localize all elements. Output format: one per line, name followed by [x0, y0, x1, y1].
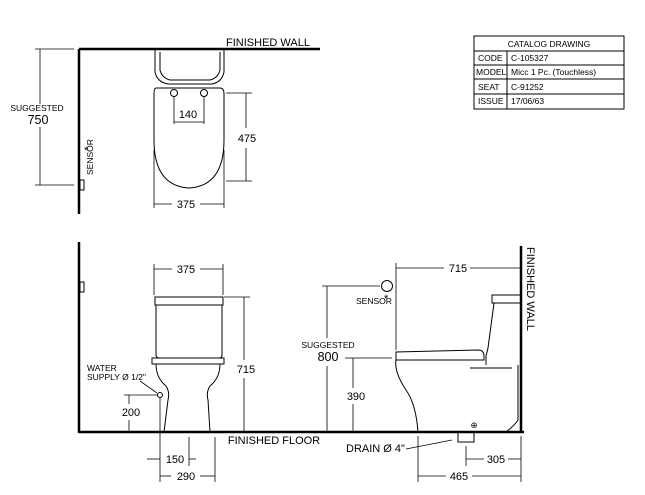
table-value-issue: 17/06/63	[511, 96, 544, 106]
sensor-top-asterisk: *	[84, 145, 89, 157]
table-title: CATALOG DRAWING	[508, 39, 591, 49]
dim-front-290: 290	[177, 471, 195, 483]
inlet-left	[170, 89, 178, 97]
table-value-code: C-105327	[511, 53, 549, 63]
dim-front-height: 715	[237, 364, 255, 376]
finished-wall-side-label: FINISHED WALL	[524, 247, 536, 331]
drain-pipe	[457, 432, 475, 443]
suggested-top-label: SUGGESTED	[10, 103, 63, 113]
sensor-side-label: SENSOR	[356, 296, 392, 306]
dim-side-465: 465	[450, 471, 468, 483]
dim-front-supply-height: 200	[122, 407, 140, 419]
suggested-side-value: 800	[318, 350, 339, 364]
dim-side-seat-height: 390	[347, 391, 365, 403]
table-key-model: MODEL	[476, 67, 507, 77]
suggested-top-value: 750	[28, 113, 49, 127]
water-supply-label-2: SUPPLY Ø 1/2"	[87, 372, 146, 382]
side-view: FINISHED WALL ⊕ DRAIN Ø 4" 715 SENSOR * …	[301, 246, 536, 483]
finished-floor-label: FINISHED FLOOR	[228, 435, 320, 447]
dim-side-depth: 715	[449, 263, 467, 275]
top-tank	[154, 50, 225, 85]
sensor-top-label: SENSOR	[85, 139, 95, 175]
catalog-table: CATALOG DRAWING CODE C-105327 MODEL Micc…	[473, 35, 625, 110]
front-bowl	[206, 363, 221, 433]
dim-front-150: 150	[166, 454, 184, 466]
drain-symbol: ⊕	[470, 420, 477, 430]
sensor-side-circle	[381, 280, 393, 292]
table-key-issue: ISSUE	[478, 96, 504, 106]
sensor-side-asterisk: *	[384, 293, 389, 305]
drain-label: DRAIN Ø 4"	[346, 443, 405, 455]
side-tank-lid	[491, 294, 522, 304]
finished-wall-top-label: FINISHED WALL	[226, 37, 310, 49]
top-view: FINISHED WALL 140 475 375 SUGGESTED 750	[10, 37, 320, 214]
front-tank	[155, 305, 223, 359]
sensor-top-box	[79, 179, 85, 191]
dim-front-width: 375	[177, 264, 195, 276]
table-key-seat: SEAT	[478, 82, 500, 92]
side-tank	[485, 302, 495, 365]
water-supply-label-1: WATER	[87, 363, 117, 373]
dim-side-305: 305	[487, 454, 505, 466]
water-supply-point	[157, 392, 163, 398]
front-view: 375 715 WATER SUPPLY Ø 1/2" 200 150 290 …	[77, 242, 524, 483]
dim-top-width: 375	[177, 199, 195, 211]
table-key-code: CODE	[478, 53, 503, 63]
dim-top-inlet: 140	[179, 109, 197, 121]
dim-top-depth: 475	[238, 133, 256, 145]
front-tank-lid	[154, 296, 224, 306]
suggested-side-label: SUGGESTED	[301, 340, 354, 350]
side-bowl-front	[395, 359, 419, 433]
side-seat	[395, 349, 485, 361]
table-value-seat: C-91252	[511, 82, 544, 92]
inlet-right	[200, 89, 208, 97]
top-bowl	[153, 87, 225, 189]
table-value-model: Micc 1 Pc. (Touchless)	[511, 67, 596, 77]
